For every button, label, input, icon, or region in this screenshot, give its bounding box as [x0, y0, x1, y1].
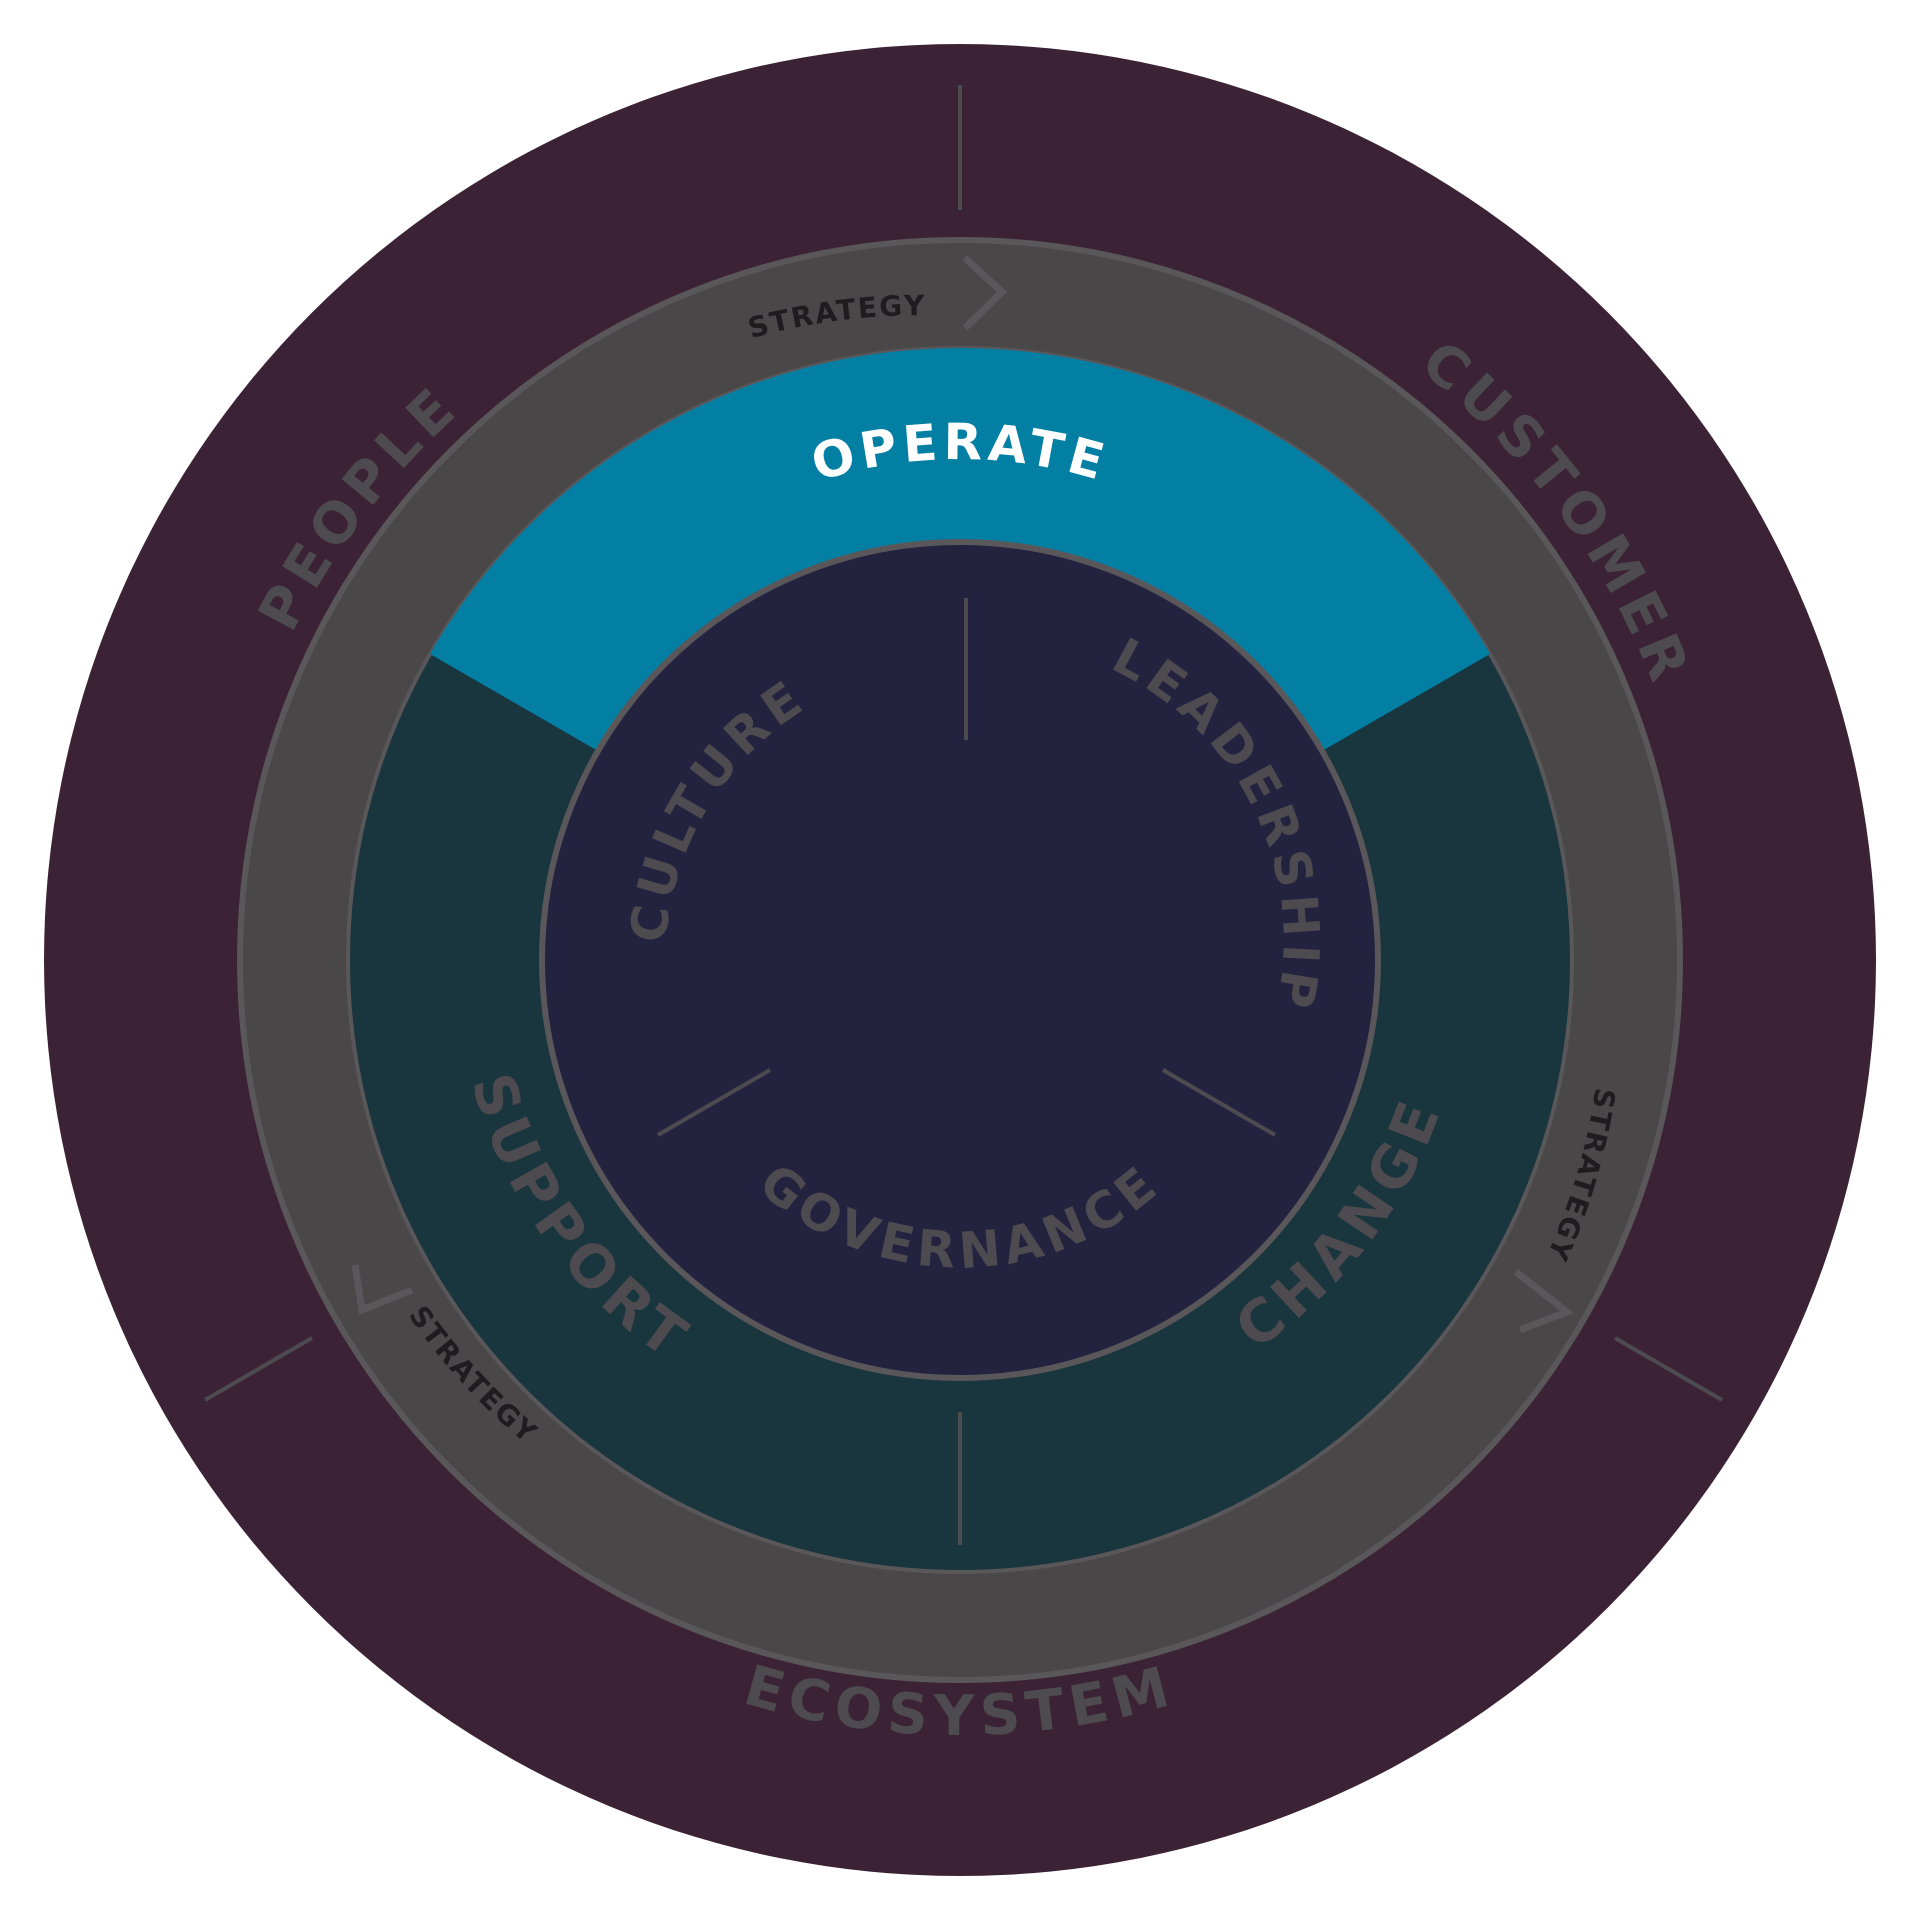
chevron-arrow-icon — [351, 1264, 414, 1315]
core-circle — [539, 539, 1381, 1381]
outer-divider-right — [1613, 1336, 1724, 1402]
core-divider-left — [656, 1068, 772, 1137]
core-divider-right — [1161, 1068, 1277, 1137]
dividers — [203, 85, 1724, 1545]
chevron-arrow-icon — [1513, 1269, 1575, 1334]
chevron-arrow-icon — [962, 255, 1008, 331]
outer-divider-left — [203, 1336, 314, 1402]
strategy-arrows — [351, 255, 1575, 1334]
